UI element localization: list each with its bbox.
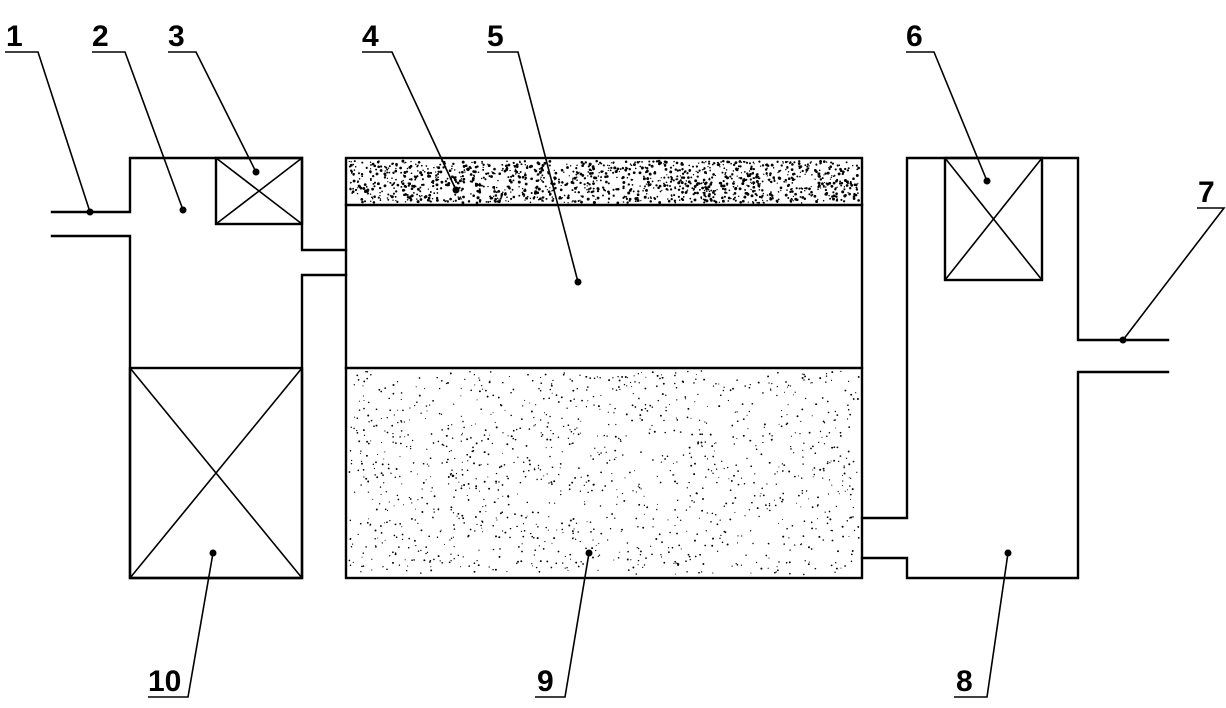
component-6-box <box>943 156 1044 282</box>
number-labels: 1 2 3 4 5 6 7 8 9 10 <box>6 20 1215 698</box>
label-1: 1 <box>6 20 23 53</box>
component-3-box <box>214 156 304 226</box>
right-connector-pipe <box>860 156 1170 580</box>
component-10-box <box>128 366 304 580</box>
top-filter-layer-4 <box>348 159 860 205</box>
label-4: 4 <box>362 20 379 53</box>
label-10: 10 <box>148 665 181 698</box>
label-7: 7 <box>1198 176 1215 209</box>
label-5: 5 <box>487 20 504 53</box>
label-9: 9 <box>537 665 554 698</box>
label-8: 8 <box>956 665 973 698</box>
middle-vessel <box>344 156 864 580</box>
label-6: 6 <box>906 20 923 53</box>
label-3: 3 <box>168 20 185 53</box>
label-2: 2 <box>92 20 109 53</box>
leader-lines <box>5 51 1226 698</box>
bottom-media-layer-9 <box>348 370 860 576</box>
